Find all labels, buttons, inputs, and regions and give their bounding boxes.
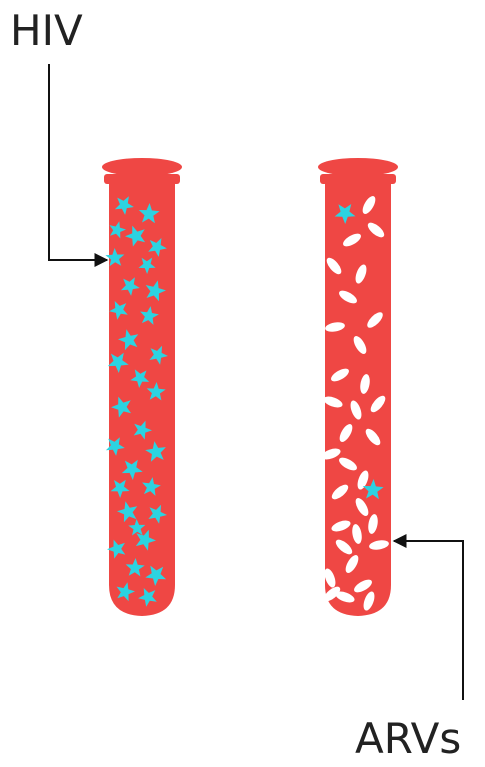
arvs-arrow [394, 541, 463, 700]
arvs-arrow-line [394, 541, 463, 700]
hiv-arrow-line [49, 64, 107, 260]
right-tube-neck [320, 174, 396, 184]
arvs-label: ARVs [355, 718, 461, 760]
left-test-tube [102, 158, 182, 616]
hiv-label: HIV [10, 10, 83, 52]
right-test-tube [318, 158, 398, 616]
left-tube-rim [102, 158, 182, 176]
right-tube-rim [318, 158, 398, 176]
left-tube-neck [104, 174, 180, 184]
hiv-arrow [49, 64, 107, 260]
